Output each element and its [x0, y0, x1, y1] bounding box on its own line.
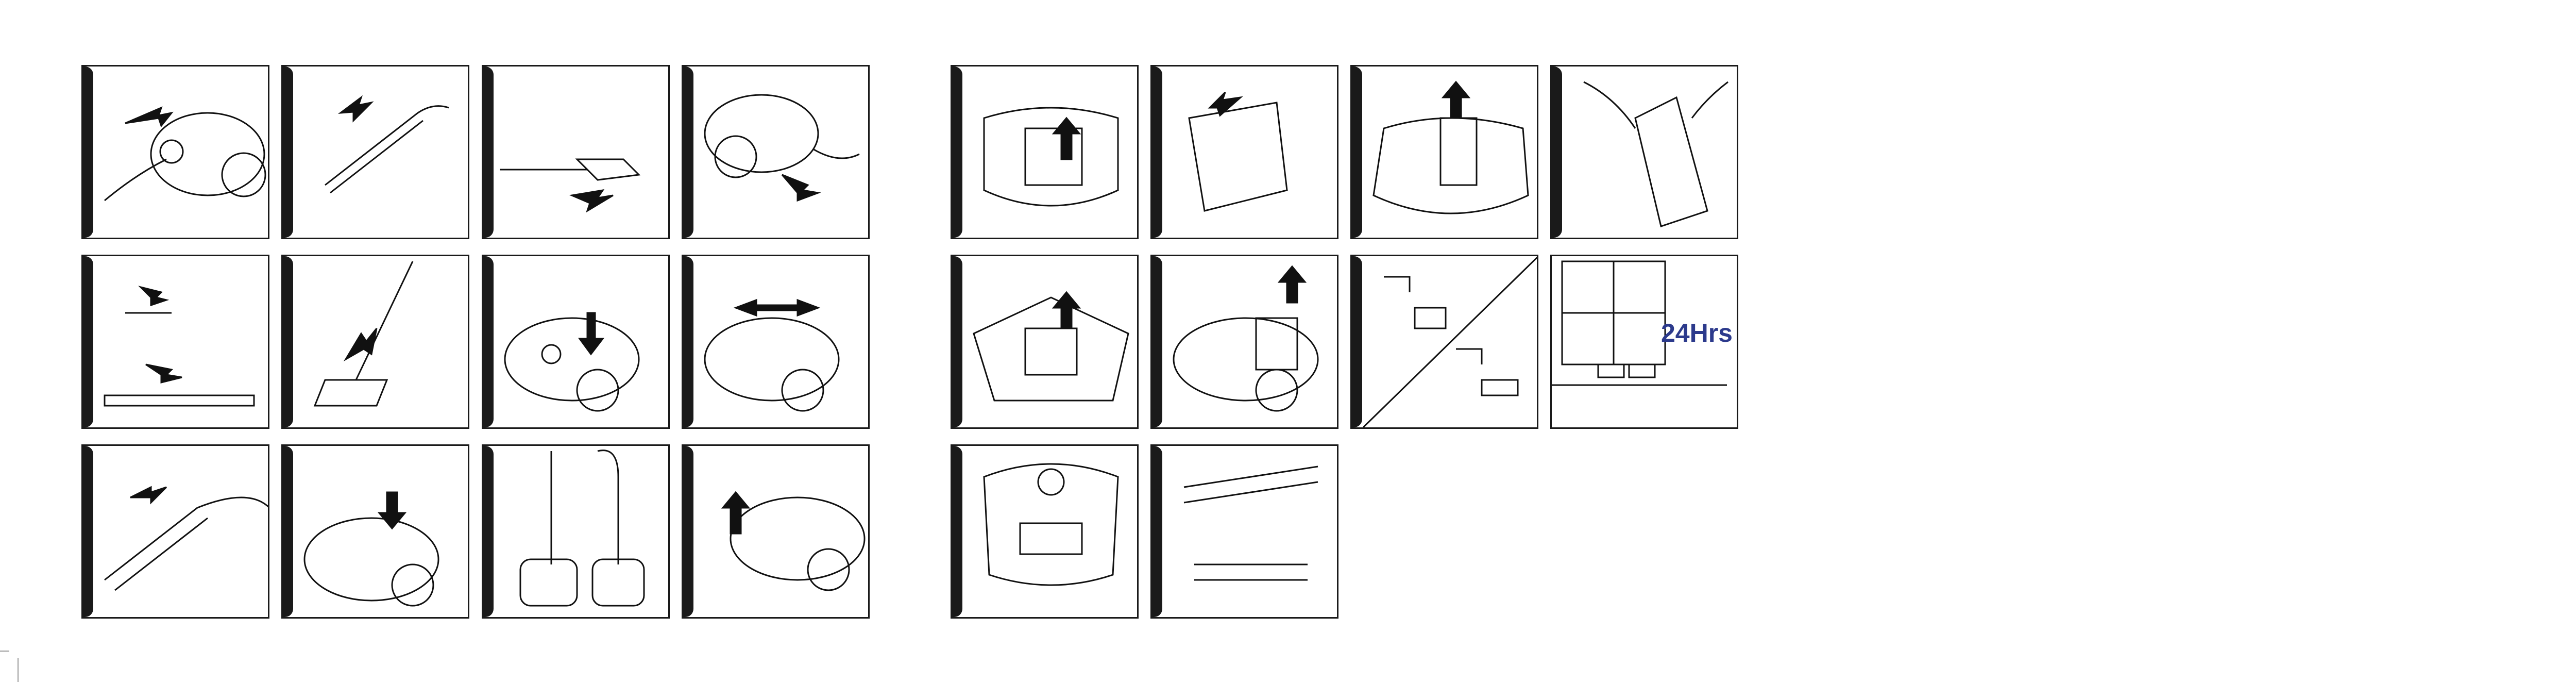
drying-time-label: 24Hrs — [1661, 318, 1733, 348]
nozzle-pedal-icon — [294, 256, 469, 427]
panel-nozzle-pedal — [281, 255, 469, 429]
panel-filter-cover — [1150, 255, 1338, 429]
panel-crevice-tool — [1150, 444, 1338, 619]
floor-nozzle-push-icon — [495, 66, 670, 238]
panel-rear-filter — [951, 444, 1139, 619]
cord-pull-out-icon — [694, 66, 870, 238]
rear-filter-remove-icon — [963, 446, 1139, 617]
lid-release-icon — [694, 446, 870, 617]
suction-slider-icon — [694, 256, 870, 427]
vacuum-cord-rewind-icon — [94, 66, 269, 238]
exhaust-filter-lift-icon — [963, 256, 1139, 427]
panel-floor-nozzle — [482, 65, 670, 239]
crevice-tool-icon — [1163, 446, 1338, 617]
crop-mark — [0, 651, 9, 652]
hose-insert-icon — [94, 446, 269, 617]
panel-exhaust-filter — [951, 255, 1139, 429]
panel-cord-rewind — [81, 65, 269, 239]
cord-rewind-pedal-icon — [294, 446, 469, 617]
panel-cord-rewind-pedal — [281, 444, 469, 619]
hose-handle-icon — [294, 66, 469, 238]
panel-bag-holder — [1150, 65, 1338, 239]
panel-motor-filter — [1350, 65, 1538, 239]
panel-cord-pull — [682, 65, 870, 239]
panel-hose-insert — [81, 444, 269, 619]
panel-hose-handle — [281, 65, 469, 239]
panel-dust-bag — [951, 65, 1139, 239]
panel-power-button — [482, 255, 670, 429]
panel-filter-dry: 24Hrs — [1550, 255, 1738, 429]
panel-upright-storage — [482, 444, 670, 619]
filter-clean-icon — [1563, 66, 1738, 238]
crop-mark — [18, 658, 19, 682]
panel-filter-clean — [1550, 65, 1738, 239]
panel-tube-connect — [81, 255, 269, 429]
tube-connect-icon — [94, 256, 269, 427]
bag-holder-remove-icon — [1163, 66, 1338, 238]
filter-cover-open-icon — [1163, 256, 1338, 427]
filter-rinse-icon — [1363, 256, 1538, 427]
motor-filter-remove-icon — [1363, 66, 1538, 238]
panel-lid-release — [682, 444, 870, 619]
dust-bag-remove-icon — [963, 66, 1139, 238]
upright-storage-icon — [495, 446, 670, 617]
power-button-press-icon — [495, 256, 670, 427]
panel-filter-rinse — [1350, 255, 1538, 429]
panel-suction-slider — [682, 255, 870, 429]
